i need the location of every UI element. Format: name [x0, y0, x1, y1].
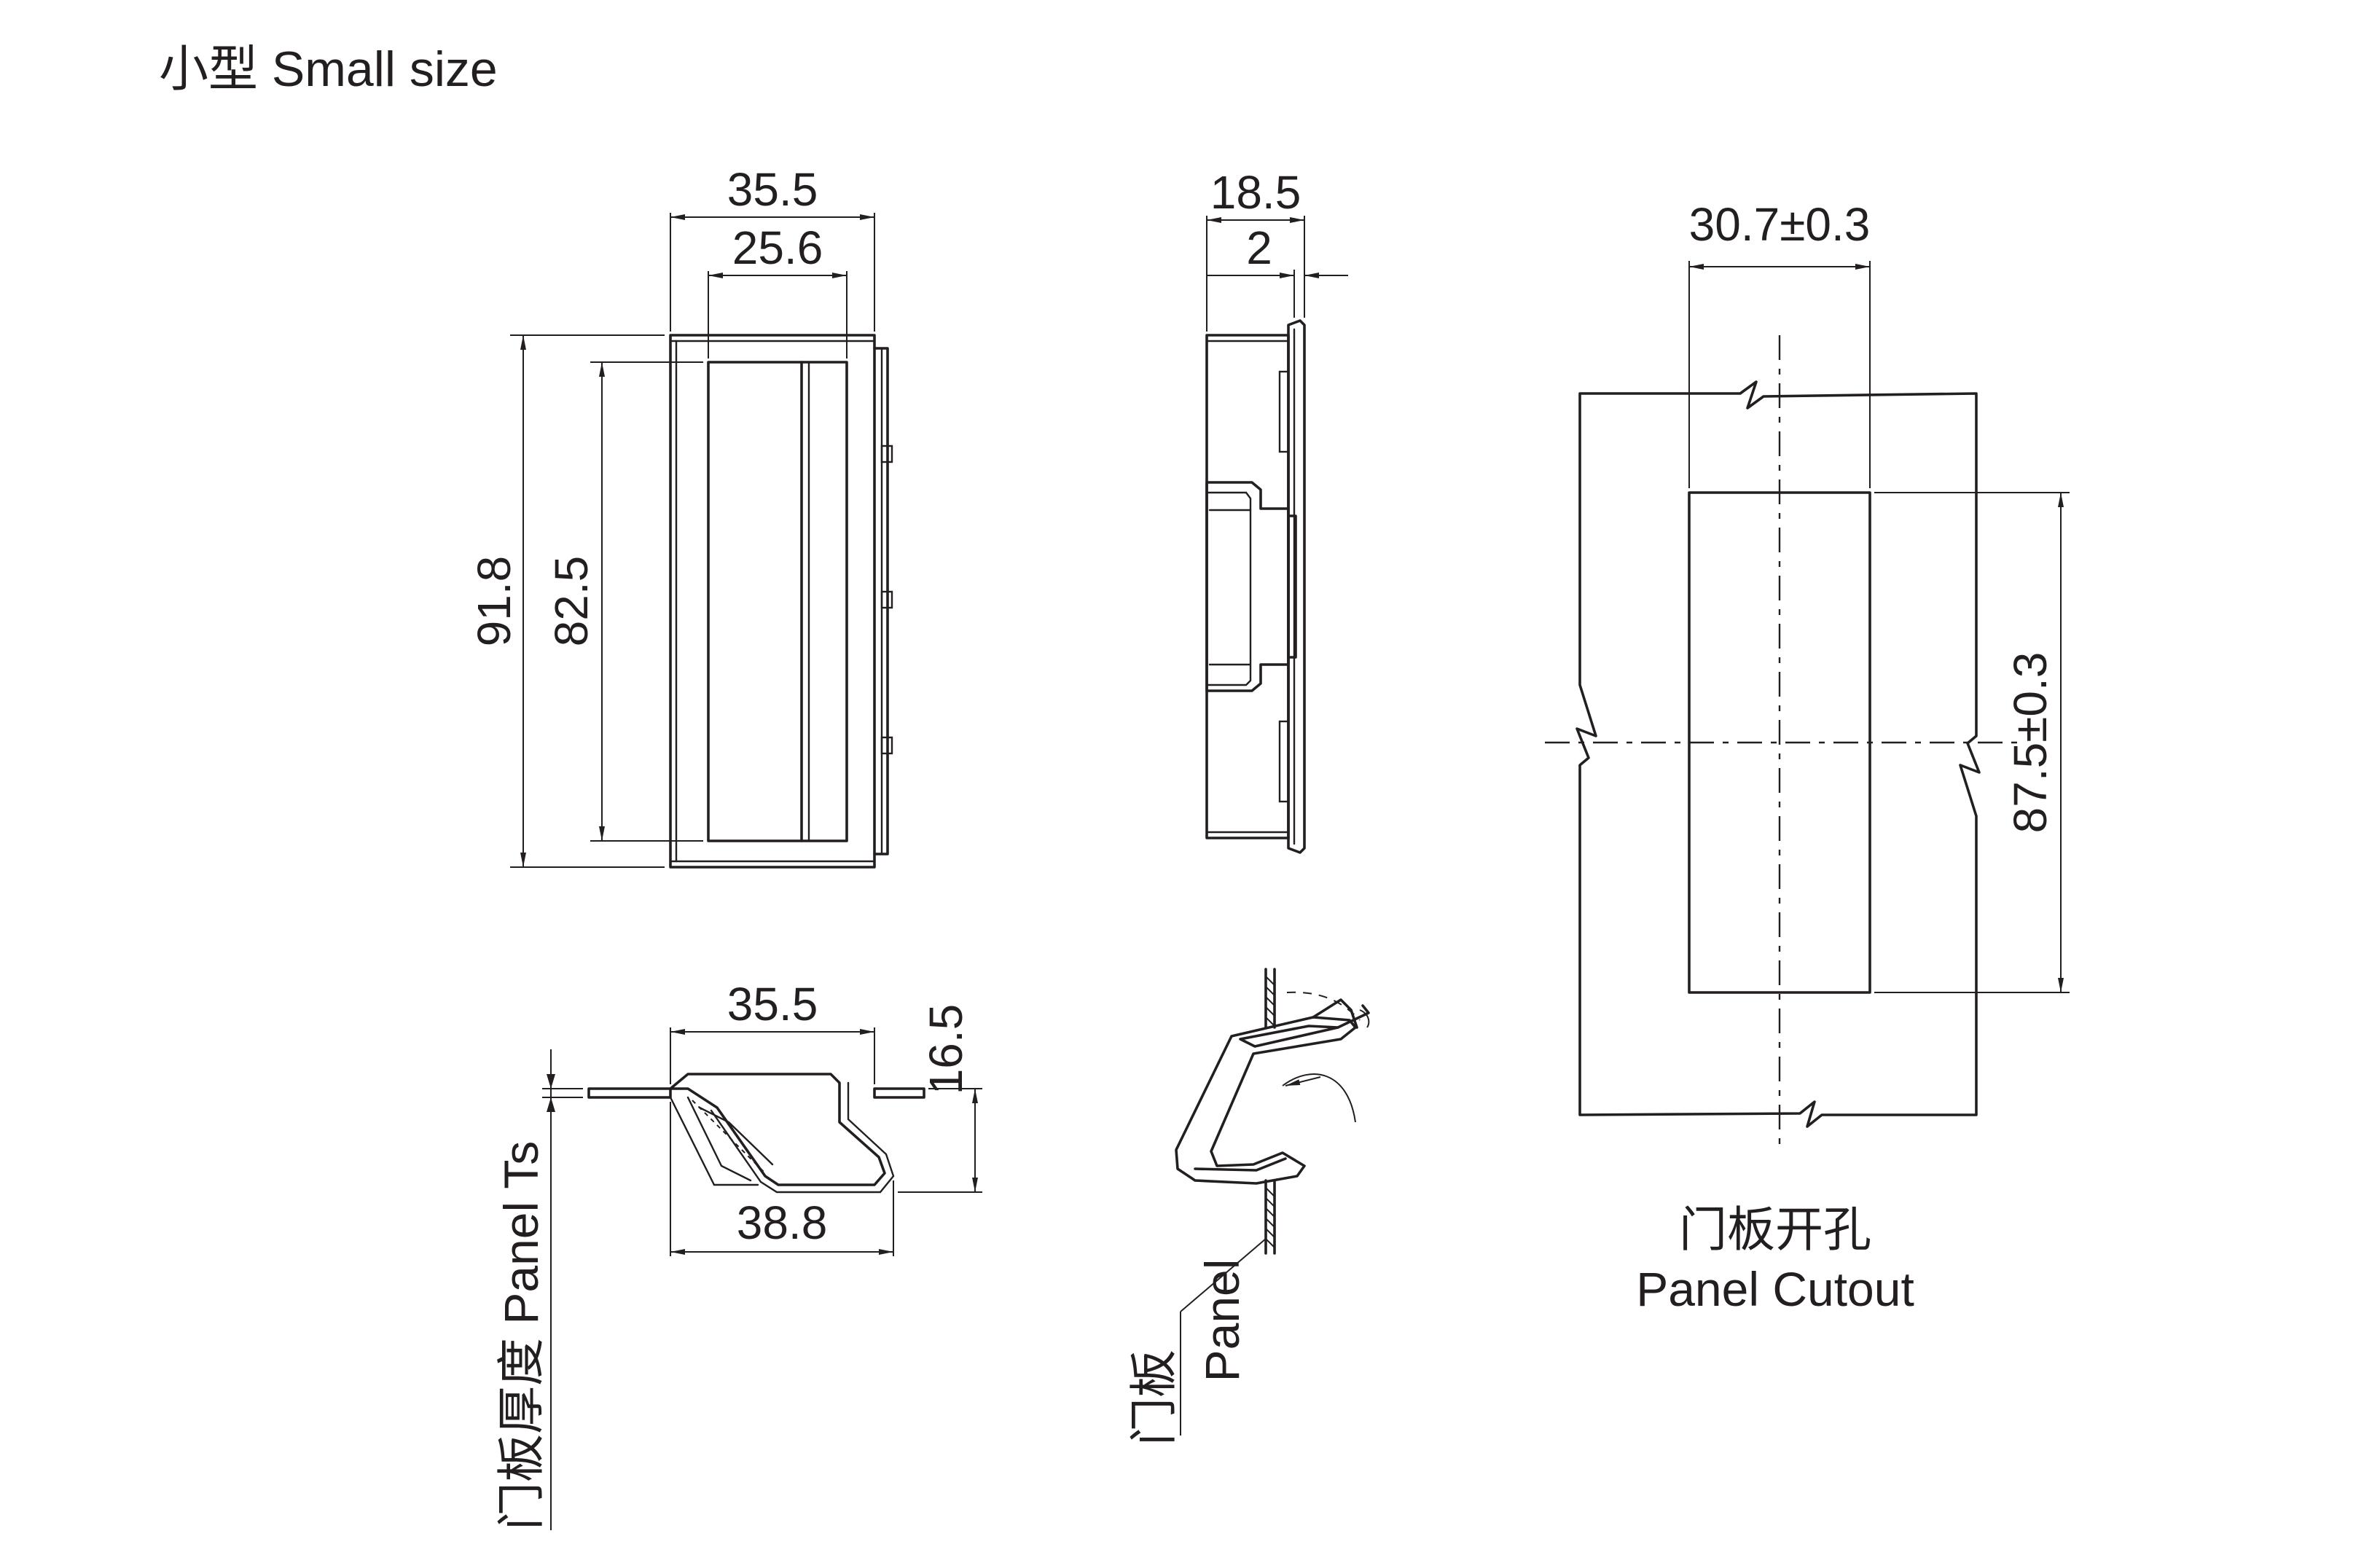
- section-view: 门板 Panel: [1127, 968, 1370, 1446]
- bottom-width-bottom-label: 38.8: [737, 1197, 828, 1249]
- front-width-outer-label: 35.5: [727, 163, 818, 216]
- bottom-body-profile: [669, 1073, 886, 1186]
- bottom-width-top-label: 35.5: [727, 978, 818, 1030]
- front-height-outer-label: 91.8: [468, 556, 520, 647]
- cutout-label-en: Panel Cutout: [1636, 1262, 1914, 1316]
- cutout-view: 30.7±0.3 87.5±0.3 门板开孔 Panel Cutout: [1545, 198, 2070, 1316]
- bottom-height-label: 16.5: [920, 1004, 972, 1095]
- cutout-width-label: 30.7±0.3: [1689, 198, 1871, 251]
- section-panel-label-en: Panel: [1195, 1259, 1249, 1382]
- front-height-inner-label: 82.5: [545, 556, 598, 647]
- cutout-panel-outline: [1575, 380, 1981, 1128]
- panel-thickness-label: 门板厚度 Panel Ts: [494, 1141, 548, 1530]
- side-latch-mechanism: [1205, 481, 1290, 692]
- section-rotation-arc: [1282, 1073, 1356, 1123]
- side-body-outline: [1205, 334, 1290, 839]
- front-body-outline: [669, 334, 876, 869]
- cutout-height-label: 87.5±0.3: [2004, 652, 2056, 834]
- front-view: 35.5 25.6 91.8 82.5: [468, 163, 893, 869]
- side-depth-label: 18.5: [1210, 166, 1301, 219]
- section-handle-body: [1175, 1016, 1357, 1185]
- side-view: 18.5 2: [1205, 166, 1348, 854]
- page-title: 小型 Small size: [159, 42, 498, 97]
- section-panel-label-cn: 门板: [1127, 1350, 1181, 1446]
- bottom-view: 35.5 38.8 16.5 门板厚度 Panel Ts: [494, 978, 982, 1530]
- side-flange-label: 2: [1246, 222, 1272, 274]
- front-handle-recess: [707, 361, 848, 842]
- front-width-inner-label: 25.6: [732, 222, 823, 274]
- cutout-label-cn: 门板开孔: [1679, 1202, 1871, 1256]
